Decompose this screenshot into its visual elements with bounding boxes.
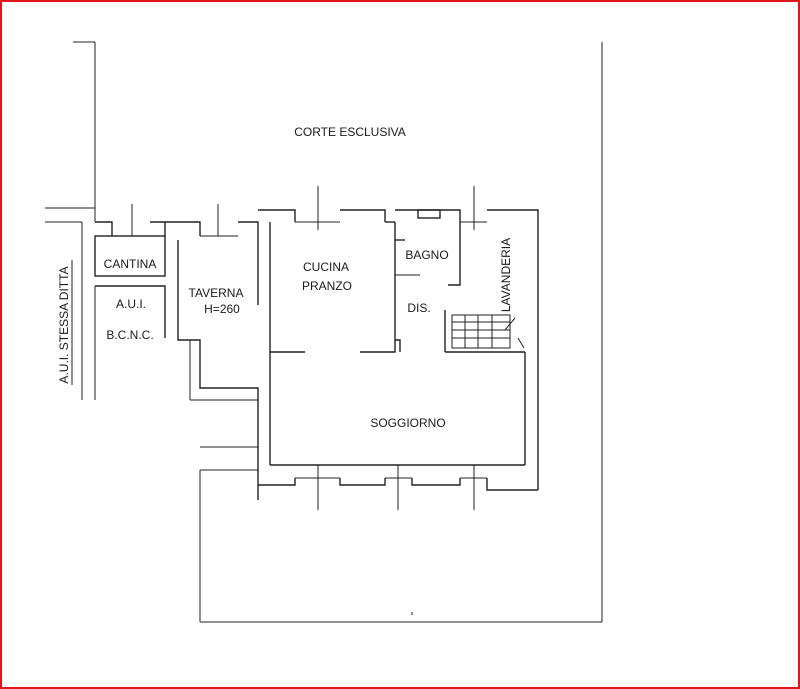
label-taverna-height: H=260 xyxy=(204,302,240,316)
taverna-walls xyxy=(165,204,271,500)
property-boundary xyxy=(73,41,603,623)
room-labels: CORTE ESCLUSIVA A.U.I. STESSA DITTA CANT… xyxy=(57,125,513,430)
label-pranzo: PRANZO xyxy=(302,279,352,293)
label-bcnc: B.C.N.C. xyxy=(106,328,153,342)
label-taverna: TAVERNA xyxy=(189,286,244,300)
label-cantina: CANTINA xyxy=(104,257,157,271)
label-bagno: BAGNO xyxy=(405,248,448,262)
adjacent-unit-walls xyxy=(45,207,95,400)
label-soggiorno: SOGGIORNO xyxy=(370,416,445,430)
service-rooms-walls xyxy=(94,204,166,400)
label-dis: DIS. xyxy=(407,301,430,315)
label-corte: CORTE ESCLUSIVA xyxy=(294,125,406,139)
main-unit-walls xyxy=(258,186,539,510)
staircase xyxy=(451,314,525,349)
label-lavanderia: LAVANDERIA xyxy=(499,238,513,312)
label-cucina: CUCINA xyxy=(303,260,349,274)
label-aui: A.U.I. xyxy=(116,297,146,311)
label-aui-stessa-ditta: A.U.I. STESSA DITTA xyxy=(57,266,71,383)
